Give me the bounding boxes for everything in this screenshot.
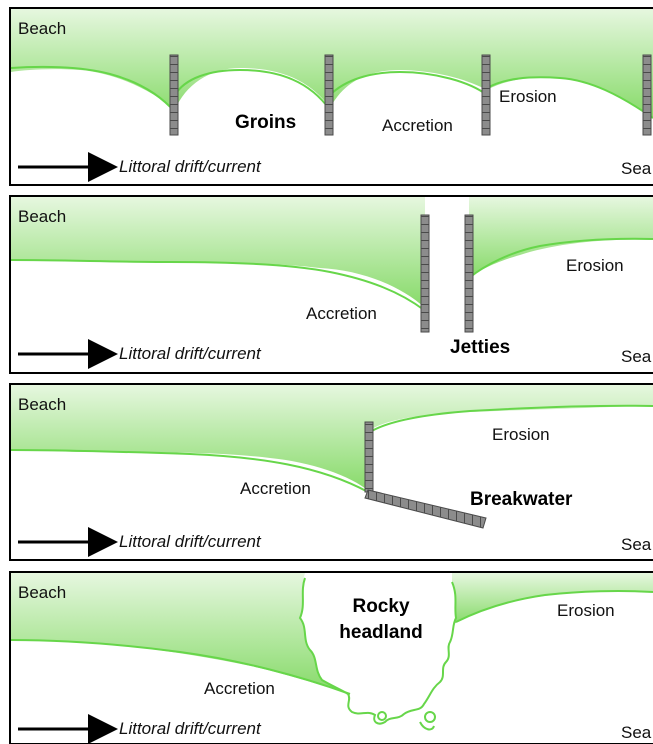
jetty-structure — [421, 215, 429, 332]
panel-groins: Beach Groins Accretion Erosion Littoral … — [10, 8, 653, 185]
groin-structure — [325, 55, 333, 135]
sea-label: Sea — [621, 347, 652, 366]
drift-label: Littoral drift/current — [119, 532, 262, 551]
accretion-label: Accretion — [204, 679, 275, 698]
beach-label: Beach — [18, 207, 66, 226]
structure-label: Groins — [235, 112, 296, 133]
accretion-label: Accretion — [240, 479, 311, 498]
accretion-label: Accretion — [306, 304, 377, 323]
panel-rocky-headland: Beach Rocky headland Accretion Erosion L… — [10, 572, 653, 744]
structure-label: Jetties — [450, 337, 510, 358]
jetty-structure — [465, 215, 473, 332]
breakwater-structure — [365, 422, 373, 492]
panel-jetties: Beach Accretion Erosion Jetties Littoral… — [10, 196, 653, 373]
structure-label: headland — [339, 622, 422, 643]
sea-label: Sea — [621, 535, 652, 554]
drift-label: Littoral drift/current — [119, 344, 262, 363]
beach-label: Beach — [18, 395, 66, 414]
sea-label: Sea — [621, 723, 652, 742]
sea-label: Sea — [621, 159, 652, 178]
groin-structure — [643, 55, 651, 135]
beach-label: Beach — [18, 19, 66, 38]
structure-label: Breakwater — [470, 489, 573, 510]
groin-structure — [482, 55, 490, 135]
drift-label: Littoral drift/current — [119, 157, 262, 176]
erosion-label: Erosion — [557, 601, 615, 620]
erosion-label: Erosion — [499, 87, 557, 106]
drift-label: Littoral drift/current — [119, 719, 262, 738]
beach-label: Beach — [18, 583, 66, 602]
groin-structure — [170, 55, 178, 135]
accretion-label: Accretion — [382, 116, 453, 135]
panel-breakwater: Beach Accretion Erosion Breakwater Litto… — [10, 384, 653, 560]
erosion-label: Erosion — [566, 256, 624, 275]
structure-label: Rocky — [352, 596, 409, 617]
erosion-label: Erosion — [492, 425, 550, 444]
